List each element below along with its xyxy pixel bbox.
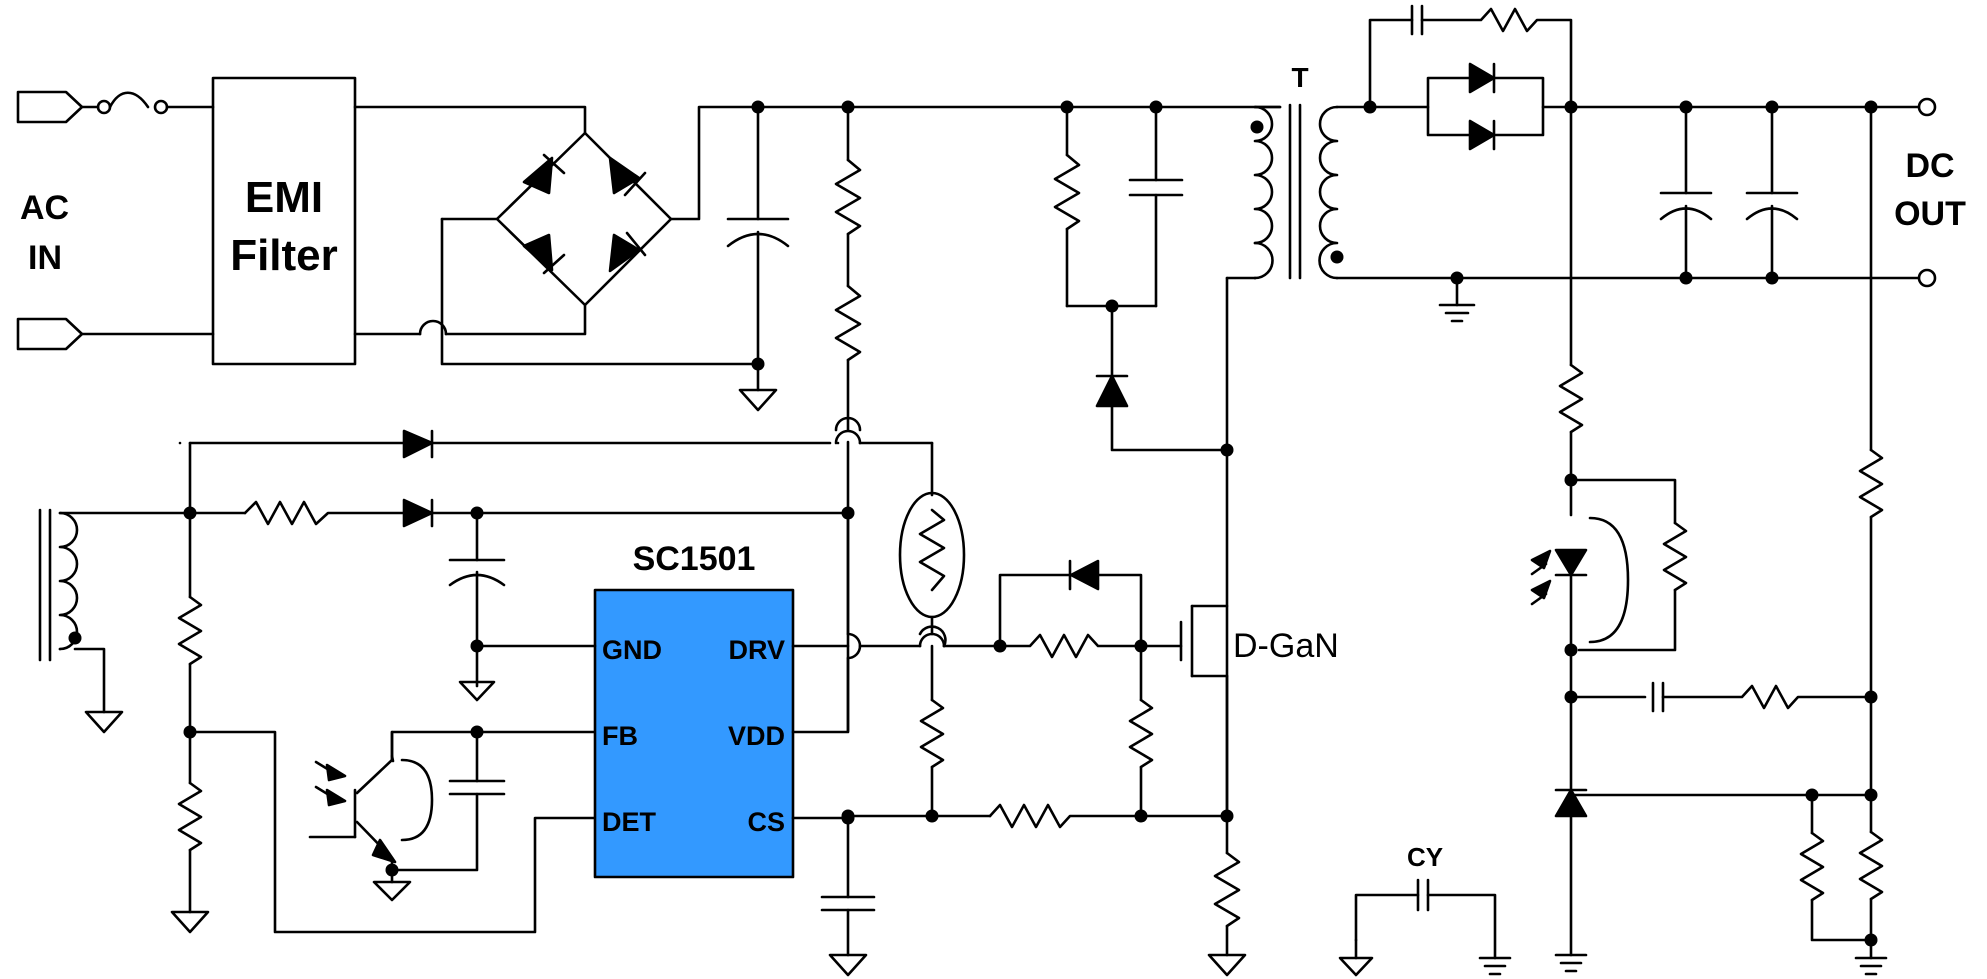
vdd-capacitor [448, 511, 506, 702]
feedback-ground [1554, 953, 1888, 976]
aux-winding [38, 508, 192, 734]
secondary-ground [1438, 276, 1476, 323]
pin-det-label: DET [602, 807, 657, 837]
pin-gnd-label: GND [602, 635, 662, 665]
sc1501-ic [593, 588, 795, 879]
dc-out-label-2: OUT [1894, 195, 1966, 233]
emi-label-1: EMI [245, 173, 323, 222]
pin-cs-label: CS [747, 807, 785, 837]
fet-label: D-GaN [1233, 627, 1339, 665]
cs-capacitor [820, 816, 876, 977]
pin-vdd-label: VDD [728, 721, 785, 751]
ac-in-label-1: AC [20, 189, 69, 227]
transformer-label: T [1291, 62, 1308, 93]
sense-resistor [1207, 814, 1247, 977]
rcd-snubber [1053, 105, 1229, 452]
dc-out-label-1: DC [1905, 147, 1954, 185]
emi-label-2: Filter [230, 231, 338, 280]
dgan-fet [1139, 604, 1229, 818]
thermistor [178, 441, 966, 818]
pin-drv-label: DRV [728, 635, 785, 665]
bridge-rectifier [495, 131, 673, 307]
bulk-capacitor [726, 105, 790, 366]
cy-capacitor [1338, 878, 1512, 977]
emi-filter-box [211, 76, 357, 366]
aux-divider [170, 511, 210, 934]
ac-in-label-2: IN [28, 239, 62, 277]
cy-label: CY [1407, 842, 1443, 872]
gate-network [846, 559, 1229, 829]
pin-fb-label: FB [602, 721, 638, 751]
transformer [1225, 103, 1344, 280]
ground-symbol [738, 362, 778, 412]
ic-name-label: SC1501 [633, 540, 756, 578]
feedback-network [1530, 105, 1884, 960]
output-capacitors [1659, 105, 1799, 280]
ac-input-terminal-bottom [16, 317, 84, 351]
optocoupler [308, 730, 434, 872]
output-rectifier [1335, 4, 1573, 151]
ac-input-terminal-top [16, 90, 84, 124]
fuse [80, 91, 215, 115]
